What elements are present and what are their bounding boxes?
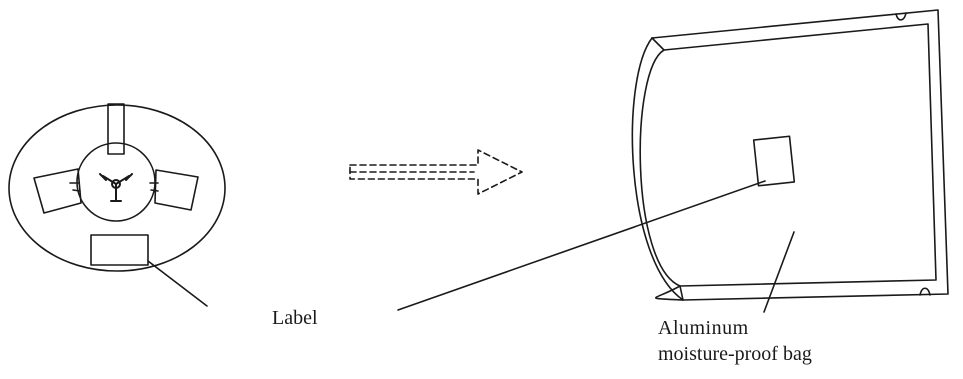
reel <box>8 103 226 272</box>
reel-label-leader <box>147 260 208 307</box>
reel-right-notch-2 <box>150 189 159 192</box>
bag-left-edge <box>631 37 684 301</box>
reel-center-spindle <box>99 173 133 202</box>
bag-caption-line1: Aluminum <box>658 317 749 339</box>
bag-inner-outline <box>663 23 937 287</box>
reel-label-box <box>90 234 149 266</box>
reel-right-window <box>154 169 199 211</box>
reel-outer-rim <box>8 104 226 272</box>
reel-left-window <box>33 168 82 214</box>
reel-left-notch-2 <box>72 189 81 192</box>
bag-label-box <box>752 135 796 187</box>
bag-caption-line2: moisture-proof bag <box>658 343 812 365</box>
dashed-arrow <box>349 149 523 195</box>
bag-bottom-edge <box>679 285 684 301</box>
bag-bottom-notch <box>919 287 931 296</box>
bag-body-pointer <box>763 231 795 313</box>
bag-top-edge <box>651 37 665 51</box>
bag-outer-outline <box>651 9 949 301</box>
bag-opening-curve <box>639 49 684 301</box>
bag-label-leader <box>397 180 766 311</box>
label-caption: Label <box>272 307 318 329</box>
bag-top-notch <box>895 12 907 21</box>
reel-top-spoke <box>107 103 125 155</box>
aluminum-bag <box>631 9 949 313</box>
